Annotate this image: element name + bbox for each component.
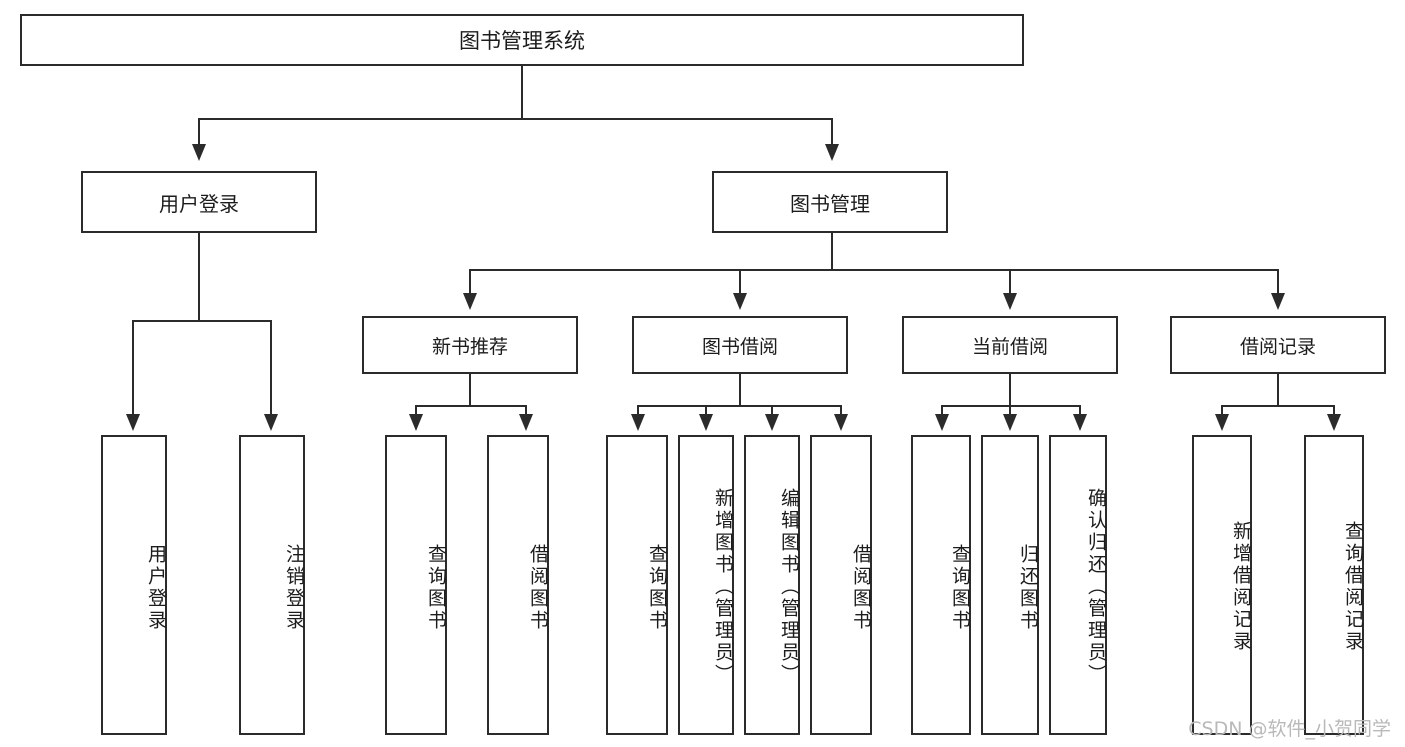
arrow-to-new-book [463,293,477,310]
edge-new-book-drop-2 [525,405,527,416]
arrow-borrow-record-leaf-2 [1327,414,1341,431]
edge-root-stem [521,66,523,119]
edge-level2-bus [198,118,833,120]
edge-new-book-drop-1 [415,405,417,416]
edge-book-borrow-drop-3 [771,405,773,416]
arrow-to-current-borrow [1003,293,1017,310]
edge-book-borrow-drop-2 [705,405,707,416]
edge-borrow-record-stem [1277,374,1279,406]
leaf-user-login[interactable]: 用户登录 [101,435,167,735]
leaf-add-book-admin[interactable]: 新增图书（管理员） [678,435,734,735]
node-label: 图书管理 [790,191,870,216]
leaf-label: 用户登录 [145,544,167,632]
arrow-new-book-leaf-2 [519,414,533,431]
leaf-label: 借阅图书 [850,544,872,632]
arrow-to-book-manage [825,144,839,161]
leaf-label: 归还图书 [1017,544,1039,632]
edge-book-borrow-drop-4 [840,405,842,416]
edge-borrow-record-drop-1 [1221,405,1223,416]
node-book-borrow[interactable]: 图书借阅 [632,316,848,374]
node-label: 新书推荐 [431,335,508,358]
arrow-current-borrow-leaf-1 [935,414,949,431]
arrow-book-borrow-leaf-1 [631,414,645,431]
arrow-book-borrow-leaf-4 [834,414,848,431]
leaf-logout[interactable]: 注销登录 [239,435,305,735]
edge-to-current-borrow [1009,269,1011,295]
edge-new-book-bus [415,405,527,407]
edge-user-login-drop-2 [270,320,272,416]
leaf-confirm-return-admin[interactable]: 确认归还（管理员） [1049,435,1107,735]
node-root-system[interactable]: 图书管理系统 [20,14,1024,66]
leaf-query-book-recommend[interactable]: 查询图书 [385,435,447,735]
edge-current-borrow-drop-3 [1079,405,1081,416]
edge-borrow-record-bus [1221,405,1335,407]
node-label: 图书借阅 [701,335,778,358]
leaf-label: 确认归还（管理员） [1085,488,1107,686]
edge-to-new-book [469,269,471,295]
edge-current-borrow-drop-1 [941,405,943,416]
leaf-label: 借阅图书 [527,544,549,632]
edge-user-login-bus [132,320,272,322]
arrow-user-login-leaf-1 [126,414,140,431]
arrow-book-borrow-leaf-3 [765,414,779,431]
edge-current-borrow-bus [941,405,1081,407]
leaf-borrow-book[interactable]: 借阅图书 [810,435,872,735]
arrow-to-user-login [192,144,206,161]
arrow-new-book-leaf-1 [409,414,423,431]
edge-user-login-stem [198,233,200,321]
leaf-return-book[interactable]: 归还图书 [981,435,1039,735]
arrow-to-borrow-record [1271,293,1285,310]
node-label: 用户登录 [159,191,239,216]
leaf-label: 新增图书（管理员） [712,488,734,686]
arrow-borrow-record-leaf-1 [1215,414,1229,431]
node-new-book-recommend[interactable]: 新书推荐 [362,316,578,374]
leaf-label: 查询图书 [646,544,668,632]
arrow-book-borrow-leaf-2 [699,414,713,431]
arrow-current-borrow-leaf-3 [1073,414,1087,431]
node-label: 图书管理系统 [459,29,585,53]
edge-current-borrow-stem [1009,374,1011,406]
leaf-query-book-current[interactable]: 查询图书 [911,435,971,735]
edge-to-book-manage [831,118,833,146]
leaf-label: 查询图书 [949,544,971,632]
edge-to-borrow-record [1277,269,1279,295]
node-label: 当前借阅 [971,335,1048,358]
node-borrow-record[interactable]: 借阅记录 [1170,316,1386,374]
edge-book-borrow-stem [739,374,741,406]
edge-current-borrow-drop-2 [1009,405,1011,416]
node-current-borrow[interactable]: 当前借阅 [902,316,1118,374]
edge-new-book-stem [469,374,471,406]
edge-borrow-record-drop-2 [1333,405,1335,416]
edge-level3-bus [469,269,1279,271]
leaf-label: 新增借阅记录 [1230,521,1252,653]
leaf-label: 注销登录 [283,544,305,632]
leaf-label: 编辑图书（管理员） [778,488,800,686]
leaf-borrow-book-recommend[interactable]: 借阅图书 [487,435,549,735]
leaf-edit-book-admin[interactable]: 编辑图书（管理员） [744,435,800,735]
arrow-user-login-leaf-2 [264,414,278,431]
edge-book-manage-stem [831,233,833,271]
leaf-query-borrow-record[interactable]: 查询借阅记录 [1304,435,1364,735]
node-label: 借阅记录 [1239,335,1316,358]
edge-to-user-login [198,118,200,146]
arrow-to-book-borrow [733,293,747,310]
leaf-label: 查询借阅记录 [1342,521,1364,653]
leaf-query-book-borrow[interactable]: 查询图书 [606,435,668,735]
edge-to-book-borrow [739,269,741,295]
node-user-login[interactable]: 用户登录 [81,171,317,233]
leaf-add-borrow-record[interactable]: 新增借阅记录 [1192,435,1252,735]
leaf-label: 查询图书 [425,544,447,632]
edge-book-borrow-drop-1 [637,405,639,416]
edge-book-borrow-bus [637,405,842,407]
node-book-management[interactable]: 图书管理 [712,171,948,233]
edge-user-login-drop-1 [132,320,134,416]
watermark-text: CSDN @软件_小贺同学 [1188,718,1391,740]
arrow-current-borrow-leaf-2 [1003,414,1017,431]
